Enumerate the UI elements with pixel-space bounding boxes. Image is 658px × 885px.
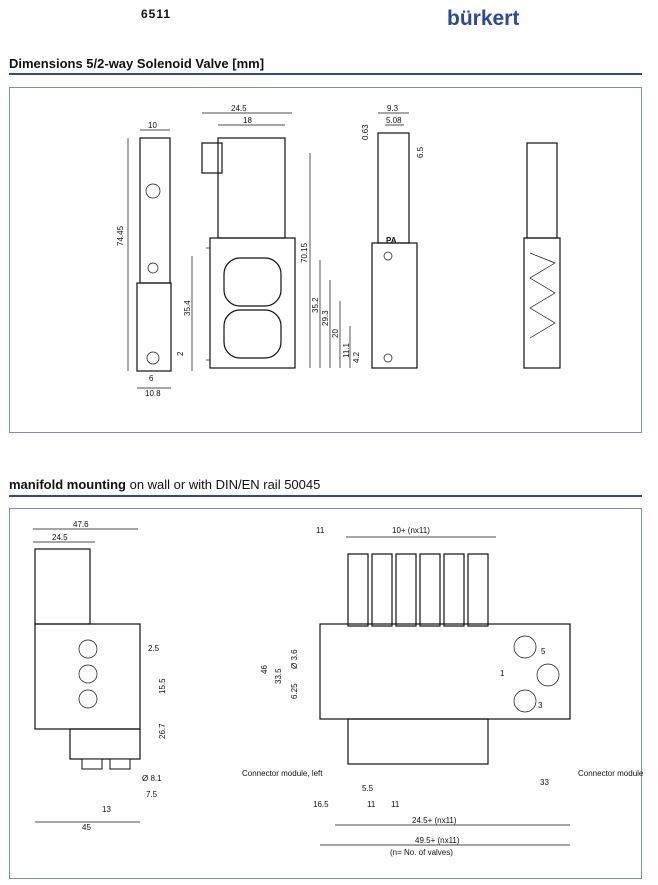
valve-section-view <box>523 142 561 369</box>
dim-6-25: 6.25 <box>290 683 299 699</box>
dim-33: 33 <box>540 778 549 787</box>
dim-d8-1: Ø 8.1 <box>142 774 162 783</box>
brand-logo-text: bürkert <box>447 7 519 30</box>
dim-d3-6: Ø 3.6 <box>290 649 299 669</box>
port-5-label: 5 <box>541 647 546 656</box>
dim-10-8: 10.8 <box>145 389 161 398</box>
dim-26-7: 26.7 <box>158 723 167 739</box>
drawing-box-2: 47.6 24.5 2.5 15.5 26.7 Ø 8.1 7.5 13 45 … <box>9 508 658 879</box>
dim-16-5: 16.5 <box>313 800 329 809</box>
dim-11-a: 11 <box>367 800 376 809</box>
dim-45: 45 <box>82 823 91 832</box>
dim-10-nx11: 10+ (nx11) <box>392 526 430 535</box>
dim-35-2: 35.2 <box>311 297 320 313</box>
dim-29-3: 29.3 <box>321 310 330 326</box>
dim-0-63: 0.63 <box>361 124 370 140</box>
port-1-label: 1 <box>500 669 505 678</box>
dim-10: 10 <box>148 121 157 130</box>
valve-side-view: 10 74.45 35.4 2 6 10.8 <box>116 121 193 398</box>
drawing-box-1: 10 74.45 35.4 2 6 10.8 24.5 18 9.3 5.08 … <box>9 87 642 433</box>
valve-dim-view: 9.3 5.08 0.63 6.5 PA 70.15 35.2 29.3 20 … <box>300 104 425 369</box>
dim-5-5: 5.5 <box>362 784 374 793</box>
dim-9-3: 9.3 <box>387 104 399 113</box>
dim-4-2: 4.2 <box>352 351 361 363</box>
dim-47-6: 47.6 <box>73 520 89 529</box>
manifold-front-view: 11 10+ (nx11) 5 1 3 46 33.5 Ø 3.6 6.25 C… <box>242 526 658 857</box>
manifold-drawing: 47.6 24.5 2.5 15.5 26.7 Ø 8.1 7.5 13 45 … <box>33 520 658 857</box>
dim-24-5-side: 24.5 <box>52 533 68 542</box>
dim-2-5: 2.5 <box>148 644 160 653</box>
connector-left-label: Connector module, left <box>242 769 323 778</box>
manifold-side-view: 47.6 24.5 2.5 15.5 26.7 Ø 8.1 7.5 13 45 <box>33 520 167 832</box>
product-code: 6511 <box>141 7 172 21</box>
dim-5-08: 5.08 <box>386 116 402 125</box>
dim-70-15: 70.15 <box>300 242 309 263</box>
dim-11-top: 11 <box>316 526 325 535</box>
section1-rule <box>9 73 642 75</box>
section2-title-rest: on wall or with DIN/EN rail 50045 <box>125 477 321 492</box>
dim-18: 18 <box>243 116 252 125</box>
section2-title-bold: manifold mounting <box>9 477 126 492</box>
dim-33-5: 33.5 <box>274 668 283 684</box>
section2-rule <box>9 495 642 497</box>
dim-6: 6 <box>149 374 154 383</box>
dim-24-5: 24.5 <box>231 104 247 113</box>
dim-74-45: 74.45 <box>116 225 125 246</box>
dim-35-4: 35.4 <box>183 300 192 316</box>
dim-7-5: 7.5 <box>146 790 158 799</box>
dim-49-5-nx11: 49.5+ (nx11) <box>415 836 460 845</box>
dim-13: 13 <box>102 805 111 814</box>
dim-15-5: 15.5 <box>158 678 167 694</box>
connector-right-label: Connector module right <box>578 769 643 778</box>
dim-6-5: 6.5 <box>416 146 425 158</box>
dim-46: 46 <box>260 665 269 674</box>
valve-front-view: 24.5 18 <box>201 104 296 369</box>
port-pa-label: PA <box>386 236 397 245</box>
dim-11-1: 11.1 <box>342 342 351 358</box>
dim-11-b: 11 <box>391 800 400 809</box>
section2-title: manifold mounting on wall or with DIN/EN… <box>9 477 320 492</box>
port-3-label: 3 <box>538 701 543 710</box>
dim-2: 2 <box>176 351 185 356</box>
dim-20: 20 <box>331 329 340 338</box>
valve-drawing: 10 74.45 35.4 2 6 10.8 24.5 18 9.3 5.08 … <box>116 104 561 398</box>
burkert-logo: bürkert <box>447 7 519 30</box>
valves-note: (n= No. of valves) <box>390 848 453 857</box>
dim-24-5-nx11: 24.5+ (nx11) <box>412 816 457 825</box>
section1-title: Dimensions 5/2-way Solenoid Valve [mm] <box>9 56 265 71</box>
